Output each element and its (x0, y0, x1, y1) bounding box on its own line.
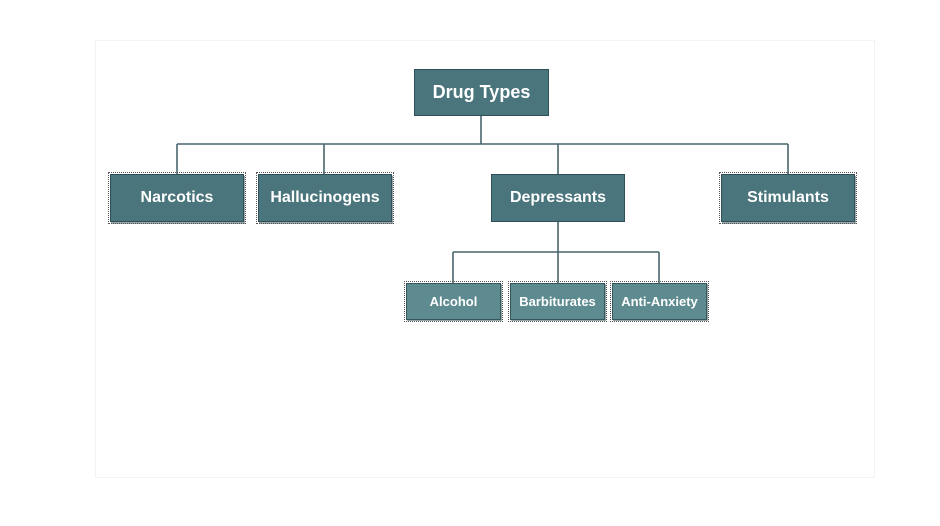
node-hallucinogens-label: Hallucinogens (270, 189, 380, 206)
node-hallucinogens: Hallucinogens (256, 172, 394, 224)
node-barbiturates-label: Barbiturates (519, 294, 596, 309)
node-narcotics: Narcotics (108, 172, 246, 224)
root-node-drug-types: Drug Types (414, 69, 549, 116)
node-narcotics-label: Narcotics (140, 189, 214, 206)
node-depressants-label: Depressants (509, 189, 607, 206)
root-node-label: Drug Types (432, 82, 531, 102)
node-alcohol: Alcohol (404, 281, 503, 322)
node-anti-anxiety-label: Anti-Anxiety (621, 294, 698, 309)
node-depressants: Depressants (491, 174, 625, 222)
node-stimulants-label: Stimulants (747, 189, 829, 206)
node-alcohol-label: Alcohol (429, 294, 478, 309)
node-anti-anxiety: Anti-Anxiety (610, 281, 709, 322)
node-barbiturates: Barbiturates (508, 281, 607, 322)
node-stimulants: Stimulants (719, 172, 857, 224)
